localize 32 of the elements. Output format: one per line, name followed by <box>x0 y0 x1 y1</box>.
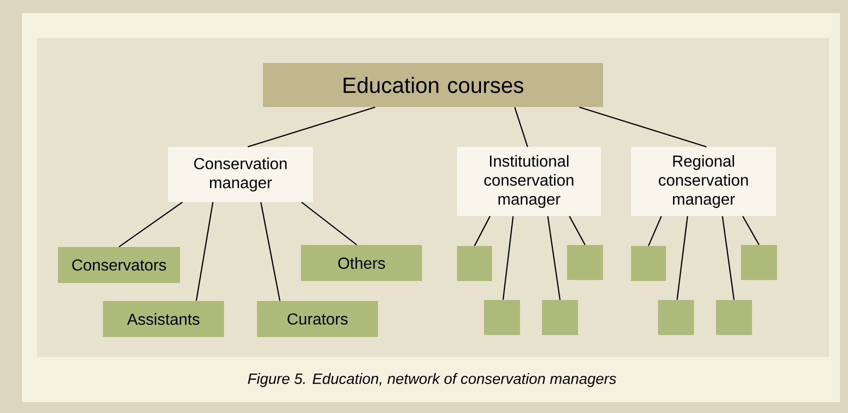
role-box <box>631 246 666 281</box>
connector-line <box>568 216 586 246</box>
connector-line <box>248 106 376 148</box>
role-box: Others <box>301 245 422 281</box>
role-box <box>542 300 578 335</box>
connector-line <box>547 216 561 300</box>
caption: Figure 5. Education, network of conservation managers <box>248 373 616 387</box>
role-box <box>741 245 777 280</box>
connector-line <box>579 106 707 148</box>
connector-line <box>301 202 358 246</box>
role-box: Assistants <box>103 301 224 337</box>
connector-line <box>742 216 760 246</box>
role-box <box>716 300 752 335</box>
role-box: Conservators <box>58 247 180 283</box>
role-box <box>567 245 603 280</box>
connector-line <box>676 216 688 300</box>
role-box <box>457 246 492 281</box>
connector-line <box>514 107 528 147</box>
connector-line <box>722 216 735 300</box>
manager-box: Institutional conservation manager <box>457 147 601 216</box>
title-box: Education courses <box>263 63 603 107</box>
connector-line <box>260 202 280 301</box>
manager-box: Conservation manager <box>168 147 313 202</box>
connector-line <box>118 202 183 248</box>
connector-line <box>502 216 514 300</box>
role-box <box>484 300 520 335</box>
connector-line <box>196 202 214 301</box>
manager-box: Regional conservation manager <box>631 147 776 216</box>
role-box: Curators <box>257 301 378 337</box>
connector-line <box>648 216 662 246</box>
role-box <box>658 300 694 335</box>
connector-line <box>474 216 491 246</box>
